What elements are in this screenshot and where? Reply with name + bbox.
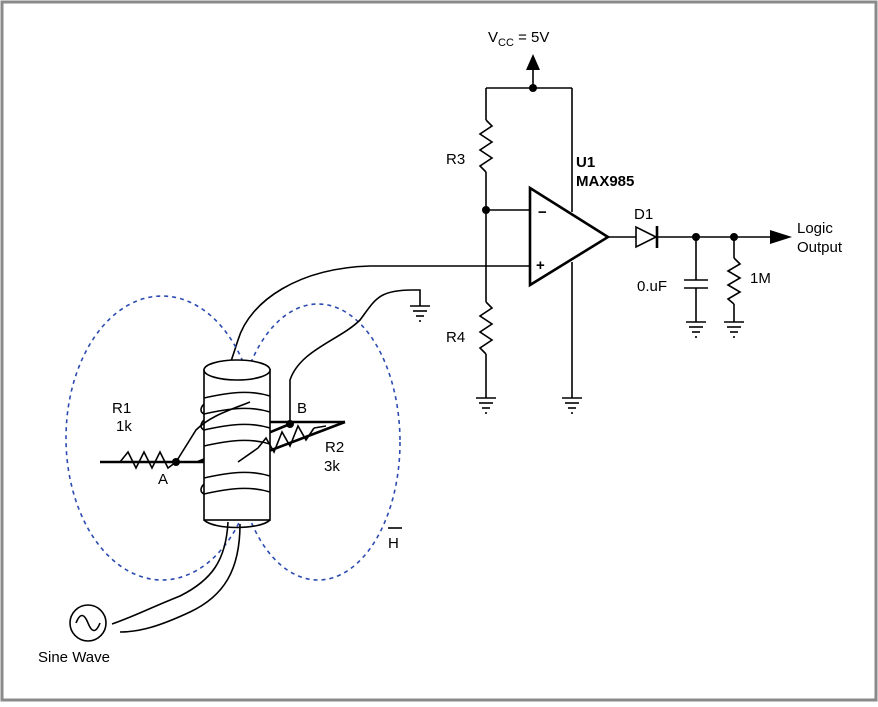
logic-output-label-line1: Logic xyxy=(797,220,833,237)
output-stage: D1 0.uF 1M xyxy=(608,206,843,338)
ground-icon xyxy=(476,397,496,414)
ground-icon xyxy=(562,397,582,414)
field-h-label: H xyxy=(388,535,399,552)
node-a-dot xyxy=(172,458,180,466)
r1-label: R1 xyxy=(112,400,131,417)
resistor-r1: R1 1k xyxy=(112,400,251,470)
diode-d1: D1 xyxy=(634,206,659,249)
node-b-label: B xyxy=(297,400,307,417)
ground-icon xyxy=(410,305,430,322)
sensor-cylinder xyxy=(200,359,271,529)
r2-value-label: 3k xyxy=(324,458,340,475)
output-arrow-icon xyxy=(770,230,792,244)
plus-pin-label: + xyxy=(536,257,545,274)
node-b-dot xyxy=(286,420,294,428)
d1-label: D1 xyxy=(634,206,653,223)
r-1m-label: 1M xyxy=(750,270,771,287)
max985-label: MAX985 xyxy=(576,173,634,190)
ground-lead-wire xyxy=(289,289,421,424)
sine-source: Sine Wave xyxy=(38,521,241,666)
ground-icon xyxy=(724,321,744,338)
r2-label: R2 xyxy=(325,439,344,456)
sine-wave-label: Sine Wave xyxy=(38,649,110,666)
ground-icon xyxy=(686,321,706,338)
resistor-r4: R4 xyxy=(446,210,496,414)
u1-label: U1 xyxy=(576,154,595,171)
noninverting-input-wire xyxy=(223,265,530,386)
minus-pin-label: − xyxy=(538,204,547,221)
logic-output-label-line2: Output xyxy=(797,239,843,256)
cap-label: 0.uF xyxy=(637,278,667,295)
r4-label: R4 xyxy=(446,329,465,346)
capacitor: 0.uF xyxy=(637,237,708,338)
vcc-arrow-icon xyxy=(526,54,540,70)
comparator-u1: − + U1 MAX985 xyxy=(528,88,634,414)
node-a-label: A xyxy=(158,471,168,488)
r3-label: R3 xyxy=(446,151,465,168)
field-line-right xyxy=(235,303,401,581)
svg-text:VCC = 5V: VCC = 5V xyxy=(488,29,549,49)
resistor-r3: R3 xyxy=(446,88,494,210)
resistor-r2: R2 3k xyxy=(237,424,344,475)
r1-value-label: 1k xyxy=(116,418,132,435)
resistor-1m: 1M xyxy=(724,237,771,338)
vcc-supply: VCC = 5V xyxy=(486,29,572,92)
